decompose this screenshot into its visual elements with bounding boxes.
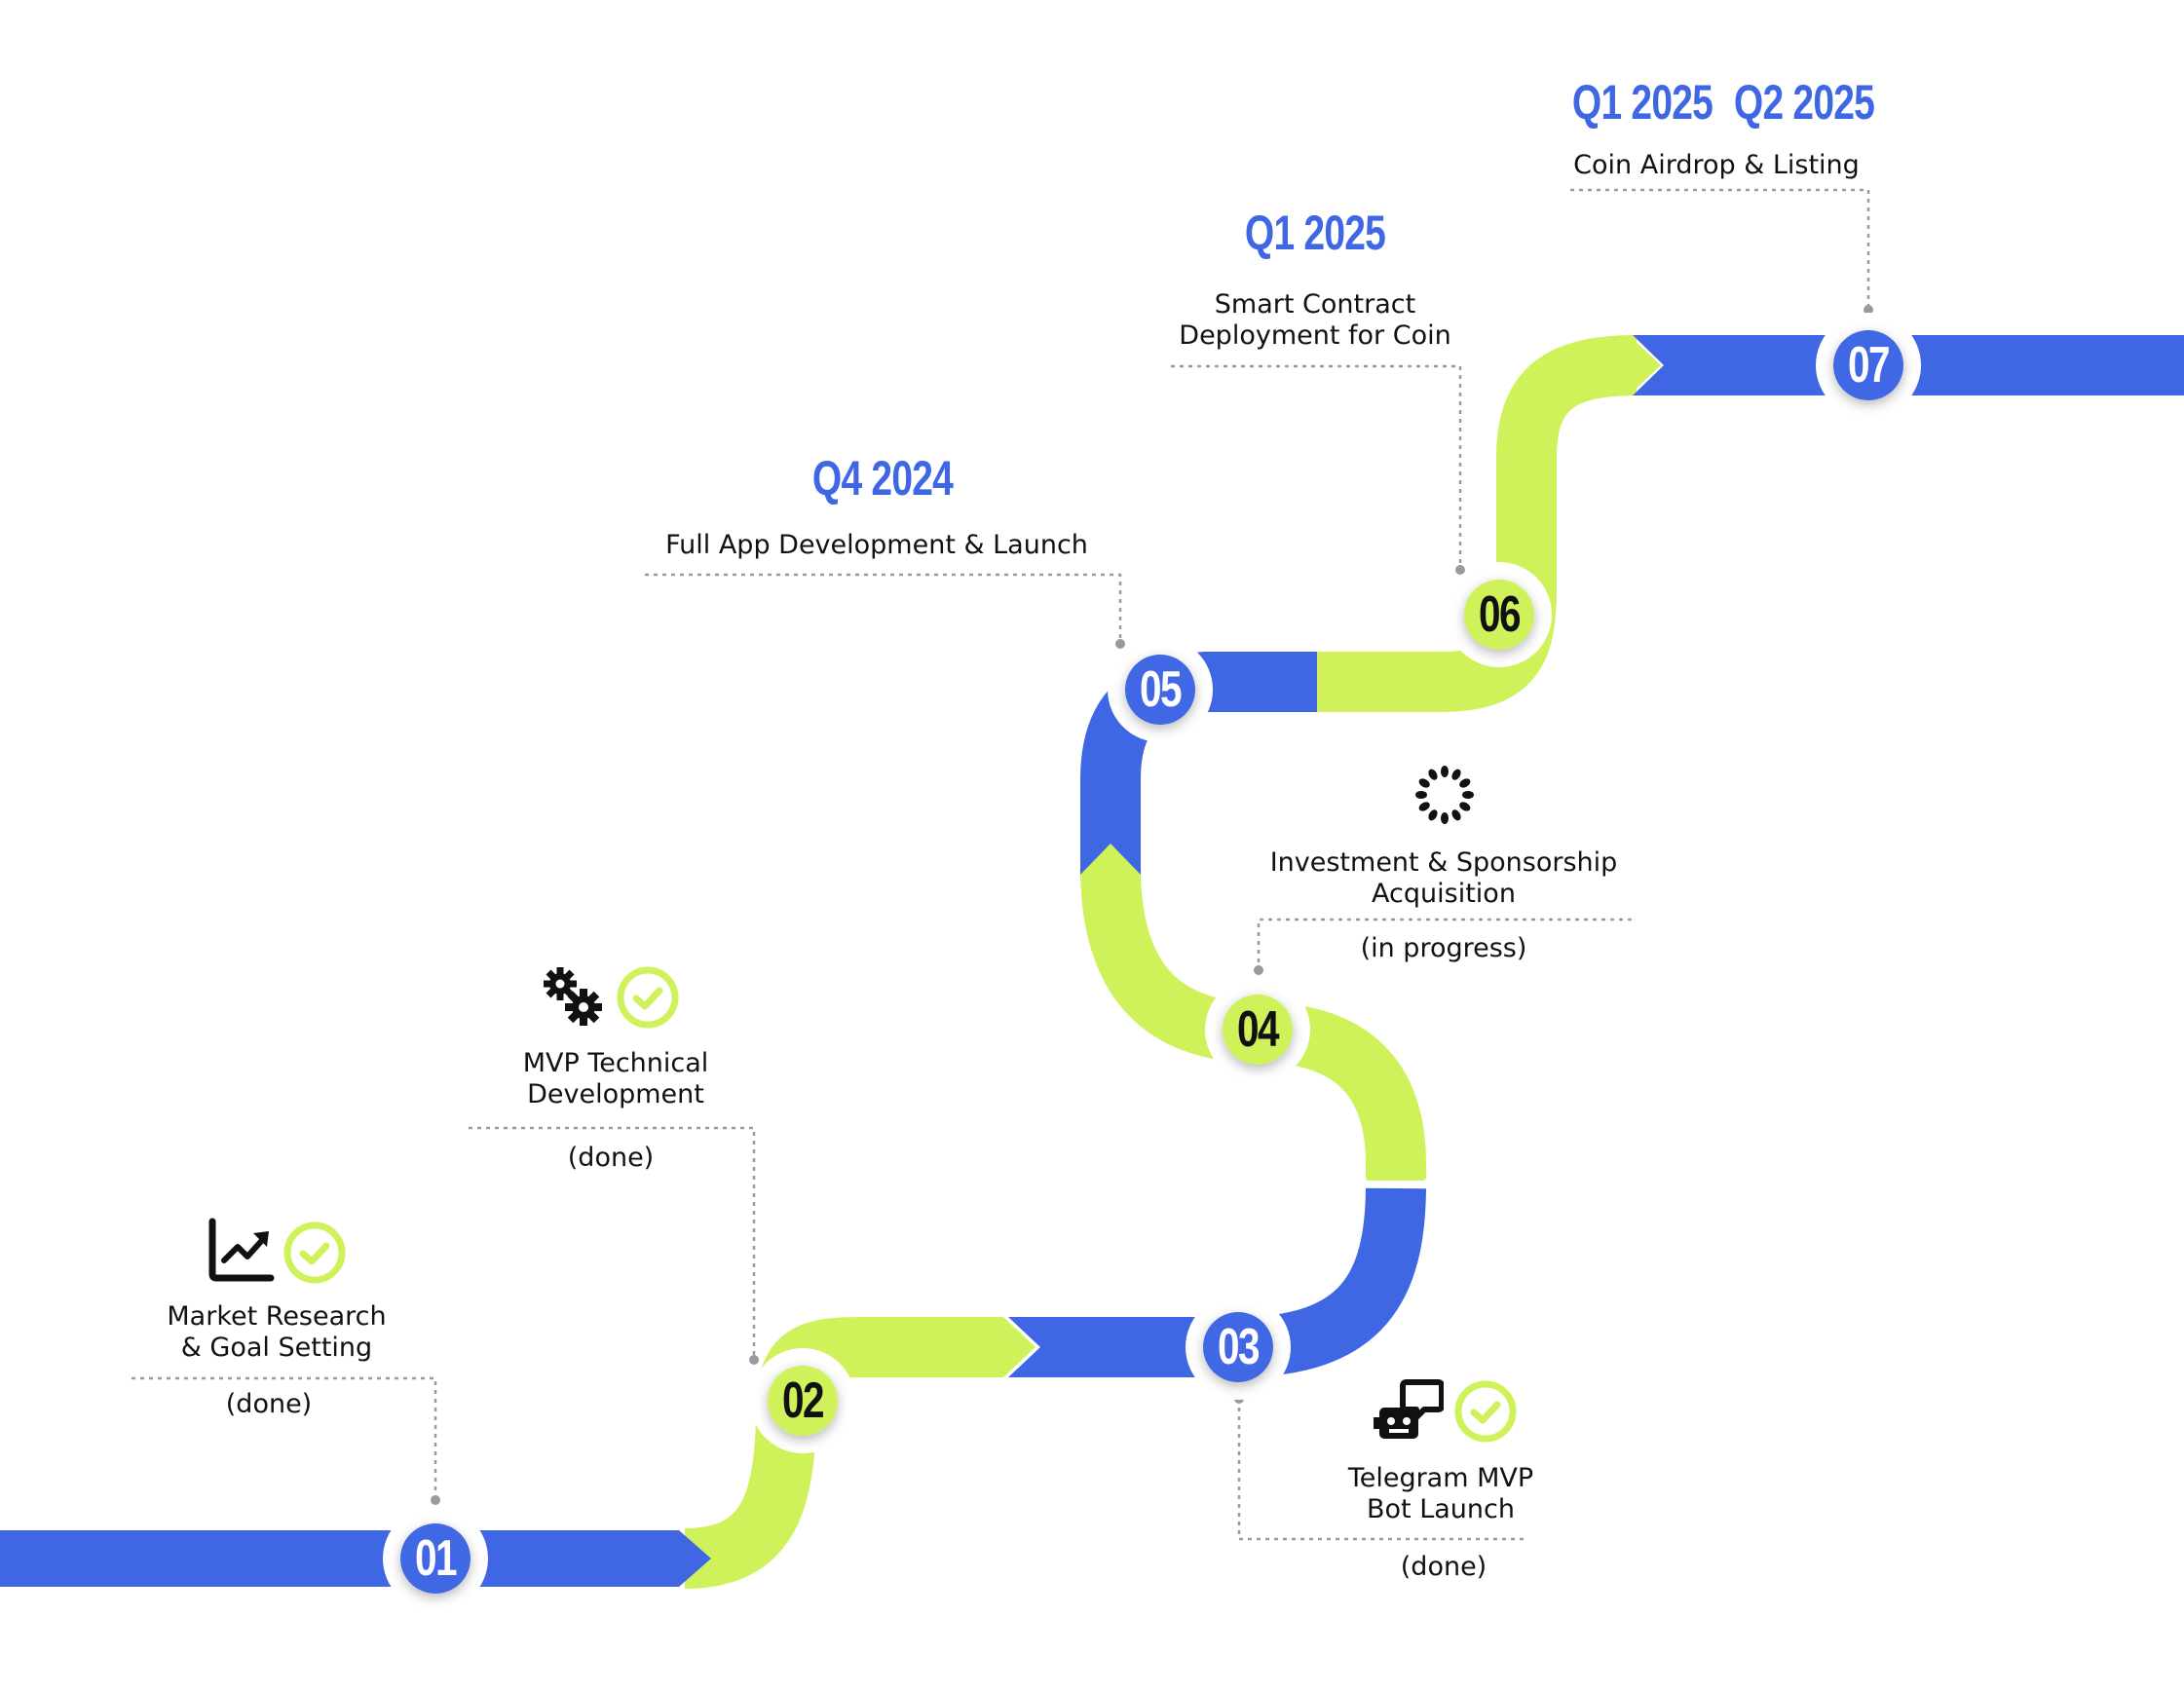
- chat-bot-icon: [1374, 1379, 1444, 1439]
- milestone-number-04: 04: [1237, 1001, 1280, 1058]
- connector-dot-04: [1254, 965, 1263, 975]
- milestone-title-06: Smart Contract Deployment for Coin: [1179, 289, 1451, 351]
- milestone-date-05: Q4 2024: [811, 451, 954, 506]
- milestone-marker-01: [383, 1506, 488, 1611]
- check-circle-icon-01: [283, 1221, 346, 1284]
- milestone-markers: [383, 313, 1921, 1611]
- milestone-title-01: Market Research & Goal Setting: [167, 1301, 387, 1363]
- milestone-marker-06: [1447, 562, 1552, 667]
- connector-dot-07: [1864, 305, 1873, 315]
- connector-dot-01: [431, 1495, 440, 1505]
- milestone-number-02: 02: [782, 1372, 825, 1429]
- connector-02: [469, 1126, 756, 1360]
- milestone-number-05: 05: [1140, 661, 1183, 718]
- loading-spinner-icon: [1415, 766, 1474, 824]
- trend-chart-icon: [208, 1218, 275, 1282]
- connector-05: [645, 573, 1122, 644]
- milestone-number-03: 03: [1218, 1319, 1261, 1375]
- road-segment-start: [0, 1530, 711, 1587]
- milestone-marker-04: [1205, 977, 1310, 1082]
- milestone-date-06: Q1 2025: [1244, 206, 1386, 260]
- road-segment-05-06-notch: [1317, 652, 1347, 712]
- road-segment-04-05-arrow: [1080, 844, 1141, 875]
- road-segment-02-03-b: [1008, 1317, 1247, 1377]
- milestone-title-04: Investment & Sponsorship Acquisition: [1269, 847, 1618, 909]
- milestone-marker-02: [750, 1348, 855, 1453]
- milestone-status-01: (done): [225, 1389, 313, 1419]
- milestone-status-04: (in progress): [1360, 933, 1527, 963]
- connector-dot-02: [749, 1355, 759, 1365]
- gears-icon: [544, 967, 602, 1026]
- check-circle-icon-03: [1454, 1380, 1517, 1443]
- connector-04: [1257, 918, 1632, 970]
- milestone-marker-03: [1186, 1295, 1291, 1400]
- milestone-number-07: 07: [1848, 337, 1891, 394]
- connector-dot-06: [1455, 565, 1465, 575]
- milestone-number-06: 06: [1479, 586, 1522, 643]
- check-circle-icon-02: [617, 966, 679, 1029]
- milestone-status-02: (done): [567, 1143, 655, 1173]
- milestone-date-07-start: Q1 2025: [1571, 75, 1713, 130]
- milestone-date-07-end: Q2 2025: [1733, 75, 1875, 130]
- milestone-title-05: Full App Development & Launch: [665, 530, 1088, 560]
- road-segment-06-07-b: [1629, 335, 1661, 395]
- milestone-marker-07: [1816, 313, 1921, 418]
- connector-06: [1171, 364, 1462, 570]
- milestone-number-01: 01: [415, 1530, 458, 1587]
- connector-dot-05: [1115, 639, 1125, 649]
- milestone-status-03: (done): [1400, 1552, 1487, 1582]
- connector-07: [1570, 188, 1870, 310]
- connector-03: [1237, 1399, 1527, 1541]
- road-segment-02-03-arrow: [1003, 1317, 1036, 1377]
- milestone-title-02: MVP Technical Development: [522, 1048, 709, 1109]
- road-segment-06-07-a: [1496, 335, 1638, 594]
- connectors: [132, 188, 1870, 1541]
- milestone-marker-05: [1108, 637, 1213, 742]
- road-segment-03-04-arrow: [1366, 1152, 1426, 1181]
- milestone-title-07: Coin Airdrop & Listing: [1573, 150, 1860, 180]
- road-segment-05-06-a: [1203, 652, 1349, 712]
- milestone-title-03: Telegram MVP Bot Launch: [1347, 1463, 1534, 1524]
